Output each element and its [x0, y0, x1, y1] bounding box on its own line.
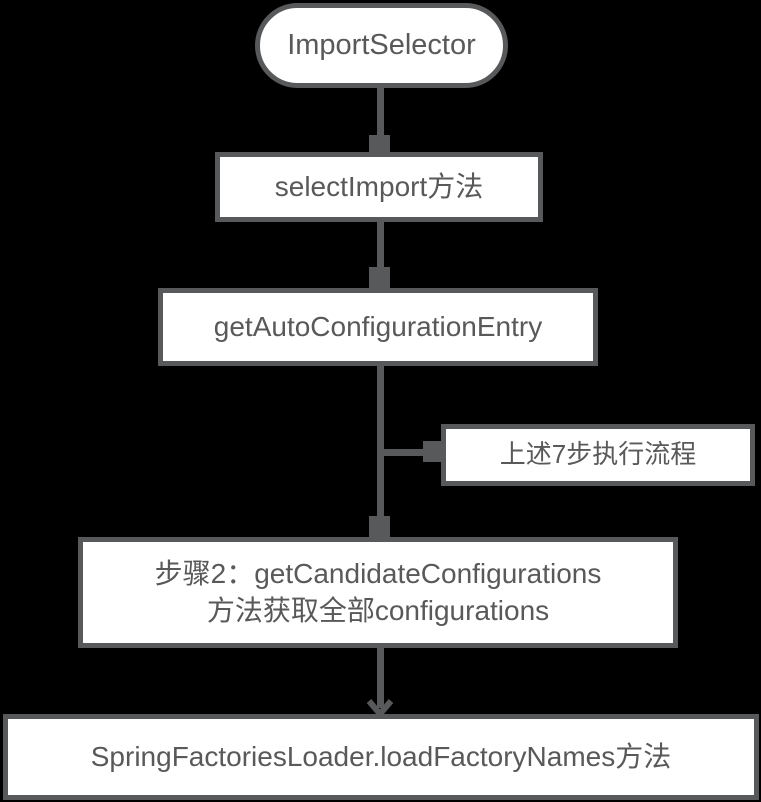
connector-endpoint-square — [369, 267, 390, 288]
connector-importselector-to-selectimport — [377, 86, 384, 154]
connector-endpoint-square — [369, 516, 390, 537]
node-select-import-label: selectImport方法 — [274, 170, 484, 202]
connector-step2-to-springfactoriesloader — [377, 646, 384, 708]
node-get-auto-configuration-entry-label: getAutoConfigurationEntry — [213, 310, 543, 342]
connector-getautoconfigurationentry-to-step2 — [377, 363, 384, 539]
node-note-seven-steps: 上述7步执行流程 — [441, 424, 755, 486]
connector-endpoint-square — [423, 441, 444, 462]
connector-selectimport-to-getautoconfigurationentry — [377, 220, 384, 290]
node-get-auto-configuration-entry: getAutoConfigurationEntry — [158, 288, 598, 366]
node-step2-label-line1: 步骤2：getCandidateConfigurations — [154, 558, 602, 590]
node-import-selector-label: ImportSelector — [287, 28, 476, 61]
node-select-import: selectImport方法 — [215, 152, 543, 222]
arrow-down-icon — [365, 699, 395, 719]
connector-branch-to-note — [384, 449, 432, 456]
node-import-selector: ImportSelector — [255, 3, 508, 88]
node-spring-factories-loader-label: SpringFactoriesLoader.loadFactoryNames方法 — [90, 740, 672, 772]
node-spring-factories-loader: SpringFactoriesLoader.loadFactoryNames方法 — [3, 714, 759, 800]
node-step2-get-candidate-configurations: 步骤2：getCandidateConfigurations 方法获取全部con… — [78, 537, 678, 648]
connector-endpoint-square — [369, 135, 390, 156]
node-note-seven-steps-label: 上述7步执行流程 — [499, 439, 697, 470]
node-step2-label-line2: 方法获取全部configurations — [206, 594, 550, 626]
